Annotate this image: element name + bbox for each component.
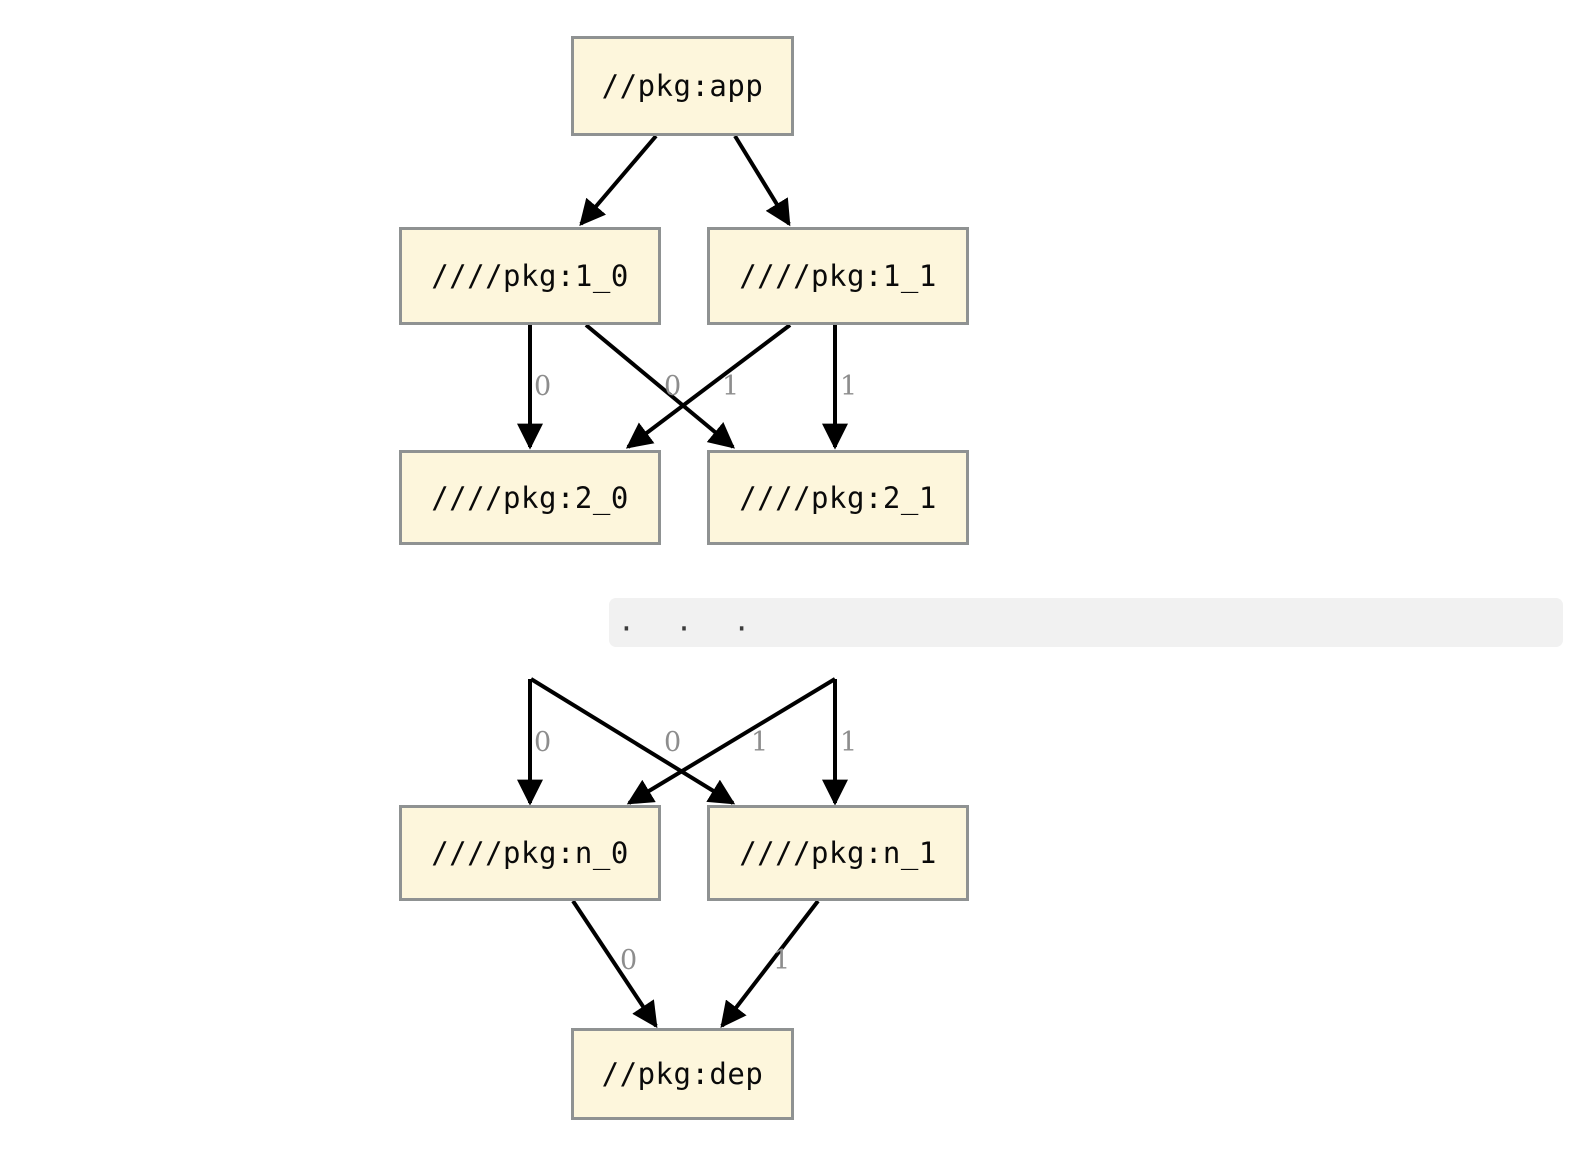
edge-label-1_0-to-2_0: 0 (534, 371, 552, 402)
edge-label-elided-to-n_1-cross: 0 (664, 727, 682, 758)
edge-label-n_0-to-dep: 0 (620, 945, 638, 976)
node-pkg-2_0-label: ////pkg:2_0 (431, 480, 629, 515)
node-pkg-n_1[interactable]: ////pkg:n_1 (707, 805, 969, 901)
edge-n_0-to-dep (571, 899, 658, 1029)
edge-n_1-to-dep (720, 899, 820, 1029)
edge-1_1-to-2_0 (625, 323, 792, 449)
node-pkg-1_0[interactable]: ////pkg:1_0 (399, 227, 661, 325)
elision-band: · · · (609, 598, 1563, 647)
node-pkg-1_1-label: ////pkg:1_1 (739, 259, 937, 293)
edge-elided-to-n_0-cross (626, 677, 837, 805)
edge-label-1_1-to-2_0: 1 (722, 371, 740, 402)
elision-dots: · · · (621, 608, 766, 649)
edge-label-elided-to-n_1-straight: 1 (840, 727, 858, 758)
node-pkg-dep[interactable]: //pkg:dep (571, 1028, 794, 1120)
edge-app-to-1_1 (733, 134, 791, 227)
node-pkg-1_0-label: ////pkg:1_0 (431, 259, 629, 293)
node-pkg-2_0[interactable]: ////pkg:2_0 (399, 450, 661, 545)
node-pkg-app[interactable]: //pkg:app (571, 36, 794, 136)
node-pkg-n_1-label: ////pkg:n_1 (739, 836, 937, 870)
edge-label-n_1-to-dep: 1 (773, 945, 791, 976)
edge-label-1_0-to-2_1: 0 (664, 371, 682, 402)
edge-elided-to-n_1-cross (529, 677, 736, 805)
node-pkg-n_0-label: ////pkg:n_0 (431, 836, 629, 870)
edge-label-1_1-to-2_1: 1 (840, 371, 858, 402)
node-pkg-1_1[interactable]: ////pkg:1_1 (707, 227, 969, 325)
edge-1_0-to-2_1 (584, 323, 736, 449)
edge-label-elided-to-n_0-straight: 0 (534, 727, 552, 758)
edge-app-to-1_0 (579, 134, 658, 226)
node-pkg-2_1-label: ////pkg:2_1 (739, 480, 937, 515)
node-pkg-app-label: //pkg:app (601, 69, 764, 103)
node-pkg-dep-label: //pkg:dep (601, 1057, 764, 1091)
edge-label-elided-to-n_0-cross: 1 (751, 727, 769, 758)
node-pkg-2_1[interactable]: ////pkg:2_1 (707, 450, 969, 545)
node-pkg-n_0[interactable]: ////pkg:n_0 (399, 805, 661, 901)
